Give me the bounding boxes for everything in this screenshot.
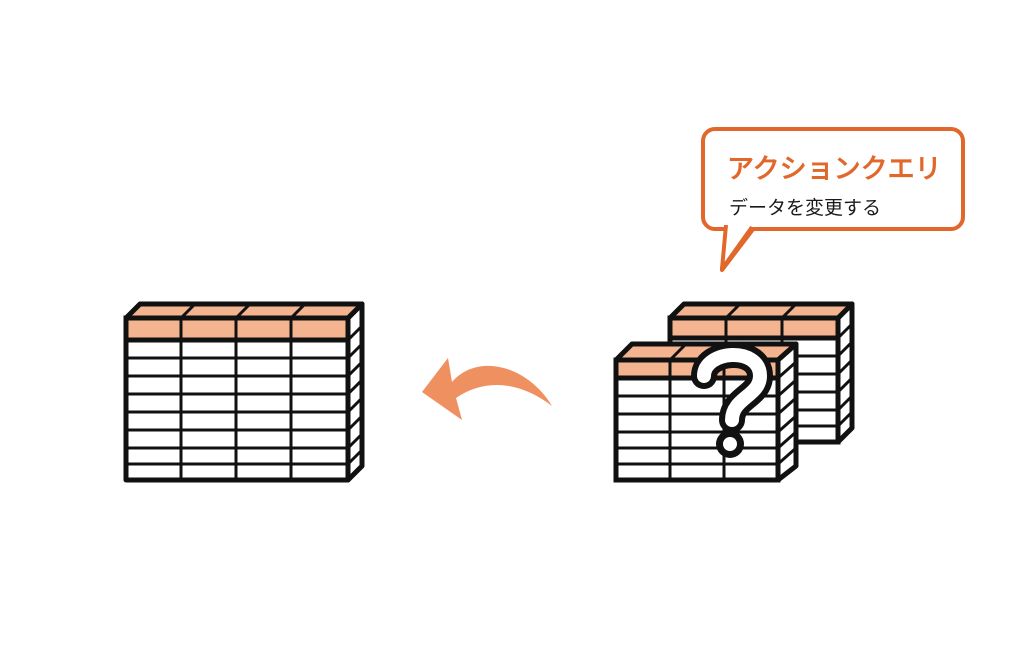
question-mark-icon xyxy=(691,342,773,458)
result-table-icon xyxy=(123,301,365,483)
callout-subtitle: データを変更する xyxy=(729,197,882,219)
callout-title: アクションクエリ xyxy=(727,154,942,185)
callout-bubble: アクションクエリ データを変更する xyxy=(701,127,965,231)
curved-arrow-left-icon xyxy=(422,358,552,420)
callout-tail-mask xyxy=(720,225,752,271)
stacked-tables-icon xyxy=(613,301,855,483)
